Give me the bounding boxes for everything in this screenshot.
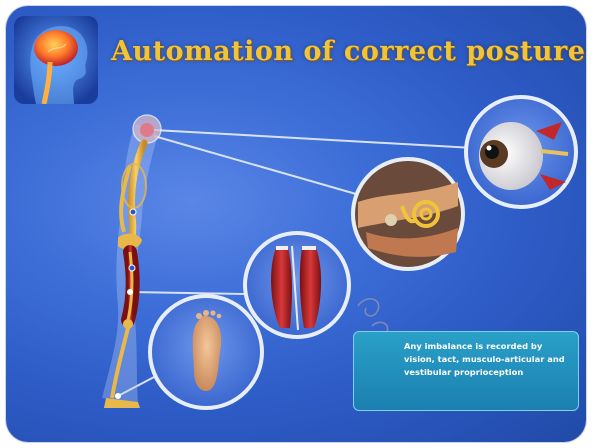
caption-text: Any imbalance is recorded by vision, tac…: [404, 340, 574, 379]
foot-circle: [150, 296, 262, 408]
muscles-circle: [245, 233, 349, 337]
eye-circle: [466, 97, 576, 207]
slide: Automation of correct posture: [6, 6, 586, 442]
ear-circle: [353, 159, 463, 269]
